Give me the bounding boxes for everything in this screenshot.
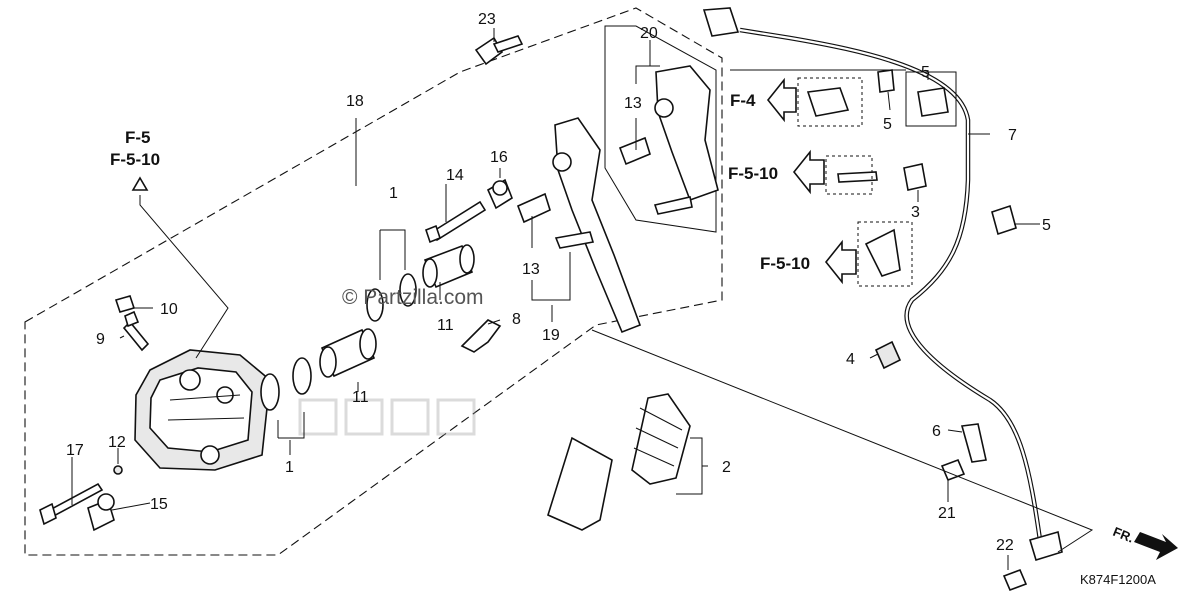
callout-9: 9 [96, 331, 105, 348]
bolt-23-icon [474, 35, 524, 66]
callout-17: 17 [66, 442, 84, 459]
clamp-3-icon [903, 163, 927, 191]
pad-clip-left-icon [516, 192, 551, 224]
callout-8: 8 [512, 311, 521, 328]
ref-f4-detail-box [797, 77, 863, 127]
callout-18: 18 [346, 93, 364, 110]
ref-f4: F-4 [730, 91, 756, 110]
callout-12: 12 [108, 434, 126, 451]
callout-7: 7 [1008, 127, 1017, 144]
arrow-f510b-icon [824, 239, 857, 285]
pin-boot-icon [486, 178, 513, 210]
arrow-f4-icon [766, 77, 797, 123]
arrow-left-ref-icon [131, 176, 149, 191]
callout-10: 10 [160, 301, 178, 318]
front-label: FR. [1111, 524, 1136, 546]
bolt-22-icon [1002, 568, 1028, 592]
clip-group-box [905, 71, 957, 127]
drawing-code: K874F1200A [1080, 572, 1156, 587]
piston-lower-icon [319, 328, 377, 378]
slide-pin-icon [425, 200, 487, 244]
callout-13a: 13 [624, 95, 642, 112]
clip-5a-icon [877, 69, 895, 93]
ref-f510-b: F-5-10 [760, 254, 810, 273]
caliper-assembly-boundary [24, 7, 723, 556]
ref-f510-a: F-5-10 [728, 164, 778, 183]
callout-5c: 5 [1042, 217, 1051, 234]
ref-f4-clamp-icon [806, 87, 850, 117]
ref-f510-bracket-icon [864, 228, 901, 277]
bolt-21-icon [940, 458, 966, 482]
callout-11a: 11 [437, 317, 454, 334]
callout-22: 22 [996, 537, 1014, 554]
bleeder-screw-icon [122, 310, 150, 352]
caliper-bolt-icon [39, 482, 104, 526]
bolt-3-icon [837, 171, 878, 183]
front-direction-marker: FR. [1111, 524, 1178, 560]
pad-spring-icon [460, 319, 502, 353]
callout-23: 23 [478, 11, 496, 28]
ref-left-f5: F-5 [125, 128, 151, 147]
piston-seals-upper-icon [366, 273, 417, 322]
callout-20: 20 [640, 25, 658, 42]
callout-6: 6 [932, 423, 941, 440]
callout-2: 2 [722, 459, 731, 476]
callout-15: 15 [150, 496, 168, 513]
honda-watermark [298, 398, 476, 436]
arrow-f510a-icon [792, 149, 825, 195]
grommet-4-icon [874, 340, 902, 370]
callout-3: 3 [911, 204, 920, 221]
callout-11b: 11 [352, 389, 369, 406]
callout-21: 21 [938, 505, 956, 522]
callout-13b: 13 [522, 261, 540, 278]
caliper-bracket-icon [552, 117, 642, 334]
bracket-assembly-boundary [604, 25, 717, 233]
plug-bolt-icon [87, 493, 115, 532]
callout-19: 19 [542, 327, 560, 344]
partzilla-watermark: © Partzilla.com [342, 286, 484, 309]
bracket-upper-icon [653, 65, 719, 215]
callout-1a: 1 [389, 185, 398, 202]
ref-f510-detail-box-b [857, 221, 913, 287]
callout-4: 4 [846, 351, 855, 368]
front-arrow-icon [1134, 532, 1178, 560]
leader-lines [71, 28, 1094, 570]
callout-14: 14 [446, 167, 464, 184]
callout-16: 16 [490, 149, 508, 166]
wheel-speed-sensor-cable-icon [702, 7, 1063, 562]
callout-5b: 5 [883, 116, 892, 133]
clip-5c-icon [991, 204, 1017, 236]
piston-seals-lower-icon [260, 357, 312, 411]
clip-5b-icon [917, 87, 949, 117]
piston-upper-icon [422, 244, 475, 289]
ref-left-f510: F-5-10 [110, 150, 160, 169]
pad-clip-right-icon [618, 136, 651, 166]
callout-1b: 1 [285, 459, 294, 476]
o-ring-icon [113, 465, 123, 475]
bracket-6-icon [960, 423, 987, 463]
callout-5a: 5 [921, 64, 930, 81]
bleeder-cap-icon [114, 295, 136, 313]
caliper-body-icon [134, 349, 271, 471]
brake-pads-icon [547, 393, 691, 531]
